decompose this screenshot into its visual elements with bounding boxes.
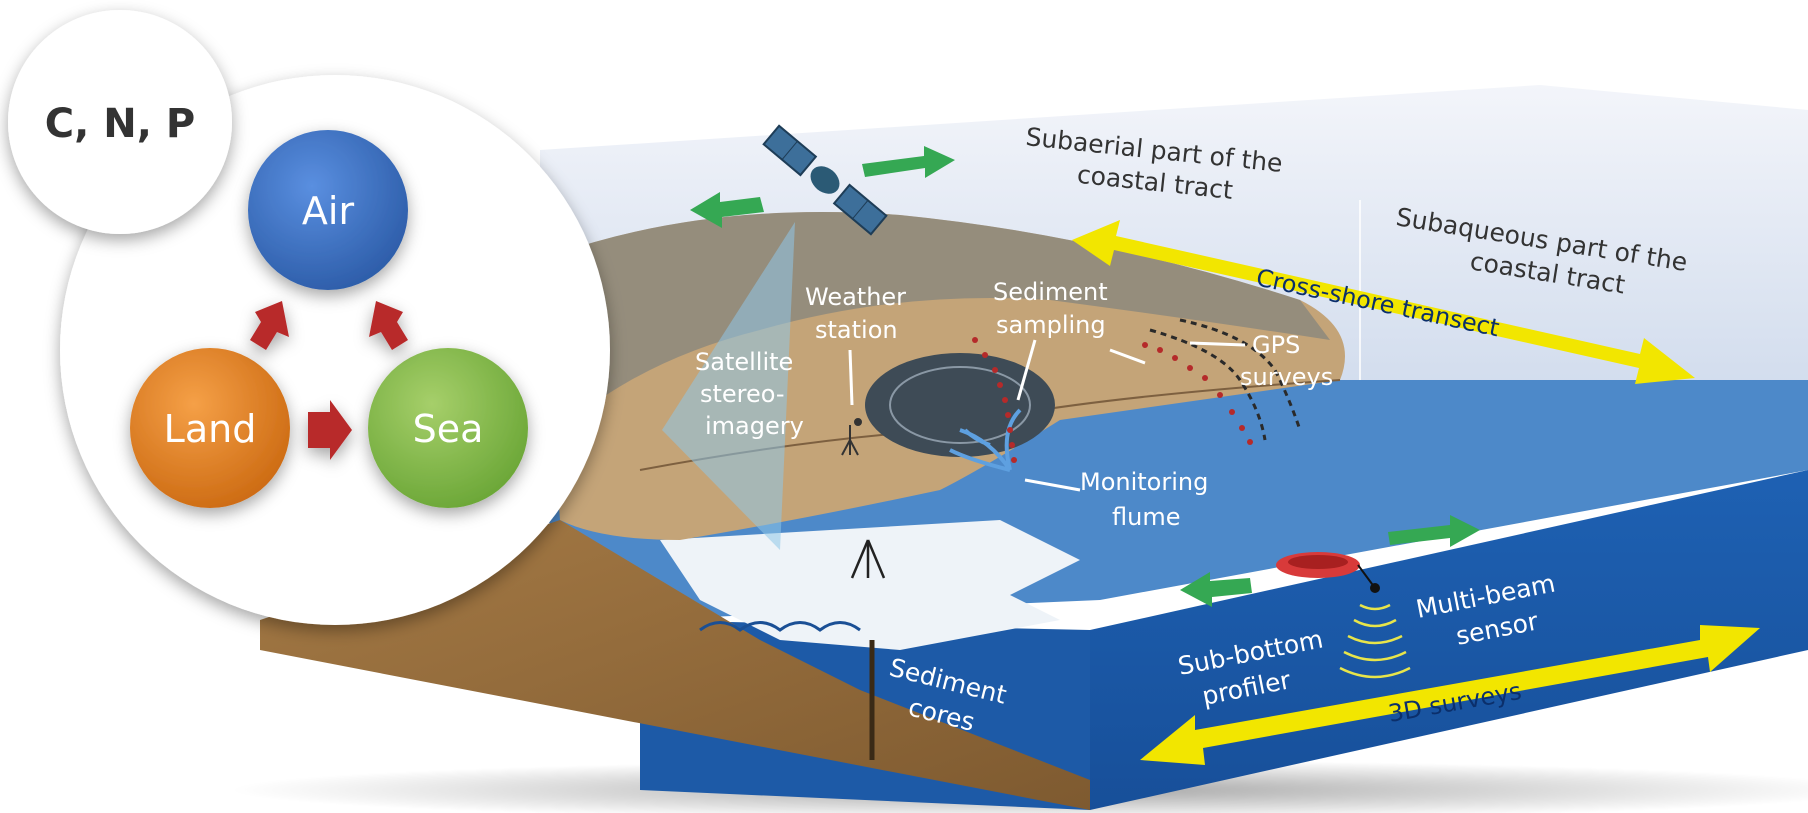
land-node-label: Land	[164, 407, 257, 451]
sediment-sampling-label: Sediment sampling	[993, 278, 1115, 339]
sea-to-air-arrow	[369, 301, 408, 350]
gps-surveys-label: GPS surveys	[1240, 331, 1333, 391]
tripod-icon	[850, 539, 886, 579]
satellite-beam	[662, 222, 795, 550]
land-node	[130, 348, 290, 508]
sampling-dots	[972, 337, 1253, 463]
green-arrows	[690, 146, 1480, 607]
land-to-sea-arrow	[308, 400, 352, 460]
nutrients-bubble	[8, 10, 232, 234]
land-grey-overlay	[540, 212, 1330, 430]
weather-station-icon	[841, 418, 862, 456]
drainage-channels	[949, 408, 1022, 472]
cross-shore-arrow	[1072, 220, 1695, 384]
boat-icon	[1276, 552, 1380, 593]
sonar-arcs	[1339, 603, 1411, 679]
nutrients-label: C, N, P	[45, 101, 195, 147]
gps-track	[1149, 318, 1302, 441]
soil-front-face	[260, 520, 1090, 810]
surveys-3d-arrow	[1140, 625, 1760, 765]
sea-node	[368, 348, 528, 508]
pointer-lines	[848, 339, 1246, 492]
crater-pond-inner	[889, 366, 1031, 444]
satellite-imagery-label: Satellite stereo- imagery	[695, 348, 804, 440]
sea-node-label: Sea	[413, 407, 484, 451]
sand-shelf	[660, 520, 1080, 650]
wave-crests	[699, 621, 861, 632]
weather-station-label: Weather station	[805, 283, 914, 344]
air-node-label: Air	[302, 189, 355, 233]
air-node	[248, 130, 408, 290]
land-to-air-arrow	[250, 301, 289, 350]
monitoring-flume-label: Monitoring flume	[1080, 468, 1216, 531]
satellite-icon	[762, 124, 888, 236]
cycle-arrows	[250, 301, 408, 460]
